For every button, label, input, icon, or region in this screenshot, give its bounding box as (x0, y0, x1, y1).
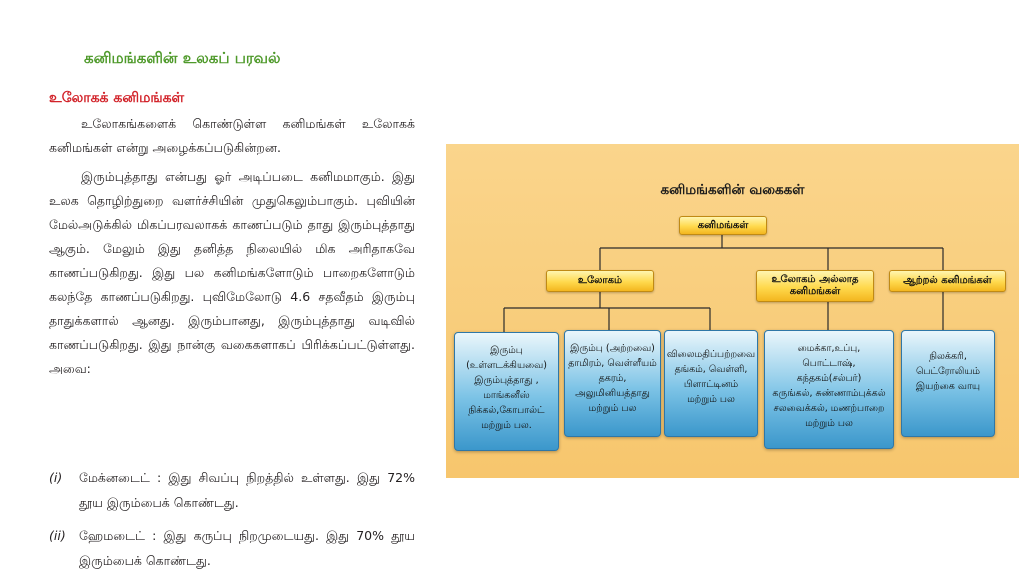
diagram-title: கனிமங்களின் வகைகள் (660, 182, 805, 198)
leaf-line: கருங்கல், சுண்ணாம்புக்கல் (772, 388, 886, 399)
leaf-line: நிலக்கரி, (929, 351, 967, 362)
body-text: உலோகங்களைக் கொண்டுள்ள கனிமங்கள் உலோகக் க… (49, 112, 415, 386)
leaf-line: கந்தகம்(சல்பர்) (796, 373, 862, 384)
leaf-line: நிக்கல்,கோபால்ட் (468, 405, 545, 416)
leaf-line: இரும்பு (அற்றவை) (570, 343, 655, 354)
leaf-line: தாமிரம், வெள்ளீயம் (568, 358, 657, 369)
leaf-energy: நிலக்கரி, பெட்ரோலியம் இயற்கை வாயு (901, 330, 995, 437)
leaf-line: (உள்ளடக்கியவை) (466, 360, 547, 371)
list-item: (ii) ஹேமடைட் : இது கருப்பு நிறமுடையது. இ… (49, 523, 415, 573)
section-heading: கனிமங்களின் உலகப் பரவல் (84, 49, 281, 67)
list-text: ஹேமடைட் : இது கருப்பு நிறமுடையது. இது 70… (79, 528, 415, 568)
leaf-ferrous: இரும்பு (உள்ளடக்கியவை) இரும்புத்தாது , ம… (454, 332, 559, 451)
node-non-metallic: உலோகம் அல்லாத கனிமங்கள் (756, 270, 874, 302)
leaf-line: பெட்ரோலியம் (915, 366, 981, 377)
leaf-line: சலவைக்கல், மணற்பாறை (773, 403, 885, 414)
leaf-line: இயற்கை வாயு (915, 381, 981, 392)
leaf-line: மற்றும் பல (687, 394, 735, 405)
list-item: (i) மேக்னடைட் : இது சிவப்பு நிறத்தில் உள… (49, 465, 415, 515)
paragraph-definition: உலோகங்களைக் கொண்டுள்ள கனிமங்கள் உலோகக் க… (49, 116, 415, 155)
list-text: மேக்னடைட் : இது சிவப்பு நிறத்தில் உள்ளது… (79, 470, 415, 510)
list-marker: (ii) (49, 528, 66, 543)
leaf-line: விலைமதிப்பற்றவை (666, 349, 756, 360)
list-marker: (i) (49, 470, 63, 485)
connector-lines (503, 235, 944, 332)
paragraph-iron-ore: இரும்புத்தாது என்பது ஓர் அடிப்படை கனிமமா… (49, 169, 415, 376)
leaf-line: அலுமினியத்தாது (575, 388, 650, 399)
sub-heading: உலோகக் கனிமங்கள் (49, 90, 185, 106)
leaf-line: இரும்புத்தாது , (474, 375, 539, 386)
leaf-non-ferrous: இரும்பு (அற்றவை) தாமிரம், வெள்ளீயம் தகரம… (564, 330, 661, 437)
leaf-line: பொட்டாஷ், (802, 358, 856, 369)
node-root-minerals: கனிமங்கள் (679, 216, 767, 235)
mineral-types-diagram: கனிமங்களின் வகைகள் கனிமங்கள் உலோகம் உலோக… (446, 144, 1019, 478)
leaf-line: மாங்கனீஸ் (483, 390, 530, 401)
leaf-line: மற்றும் பல (805, 418, 853, 429)
node-metallic: உலோகம் (546, 270, 654, 292)
leaf-non-metallic: மைக்கா,உப்பு, பொட்டாஷ், கந்தகம்(சல்பர்) … (764, 330, 894, 449)
leaf-line: தகரம், (598, 373, 627, 384)
leaf-precious: விலைமதிப்பற்றவை தங்கம், வெள்ளி, பிளாட்டி… (664, 330, 758, 437)
leaf-line: தங்கம், வெள்ளி, (674, 364, 748, 375)
ore-type-list: (i) மேக்னடைட் : இது சிவப்பு நிறத்தில் உள… (49, 465, 415, 581)
node-energy-minerals: ஆற்றல் கனிமங்கள் (889, 270, 1006, 292)
leaf-line: மற்றும் பல. (481, 420, 532, 431)
leaf-line: பிளாட்டினம் (683, 379, 739, 390)
leaf-line: மற்றும் பல (588, 403, 637, 414)
leaf-line: இரும்பு (490, 345, 523, 356)
leaf-line: மைக்கா,உப்பு, (797, 343, 861, 354)
